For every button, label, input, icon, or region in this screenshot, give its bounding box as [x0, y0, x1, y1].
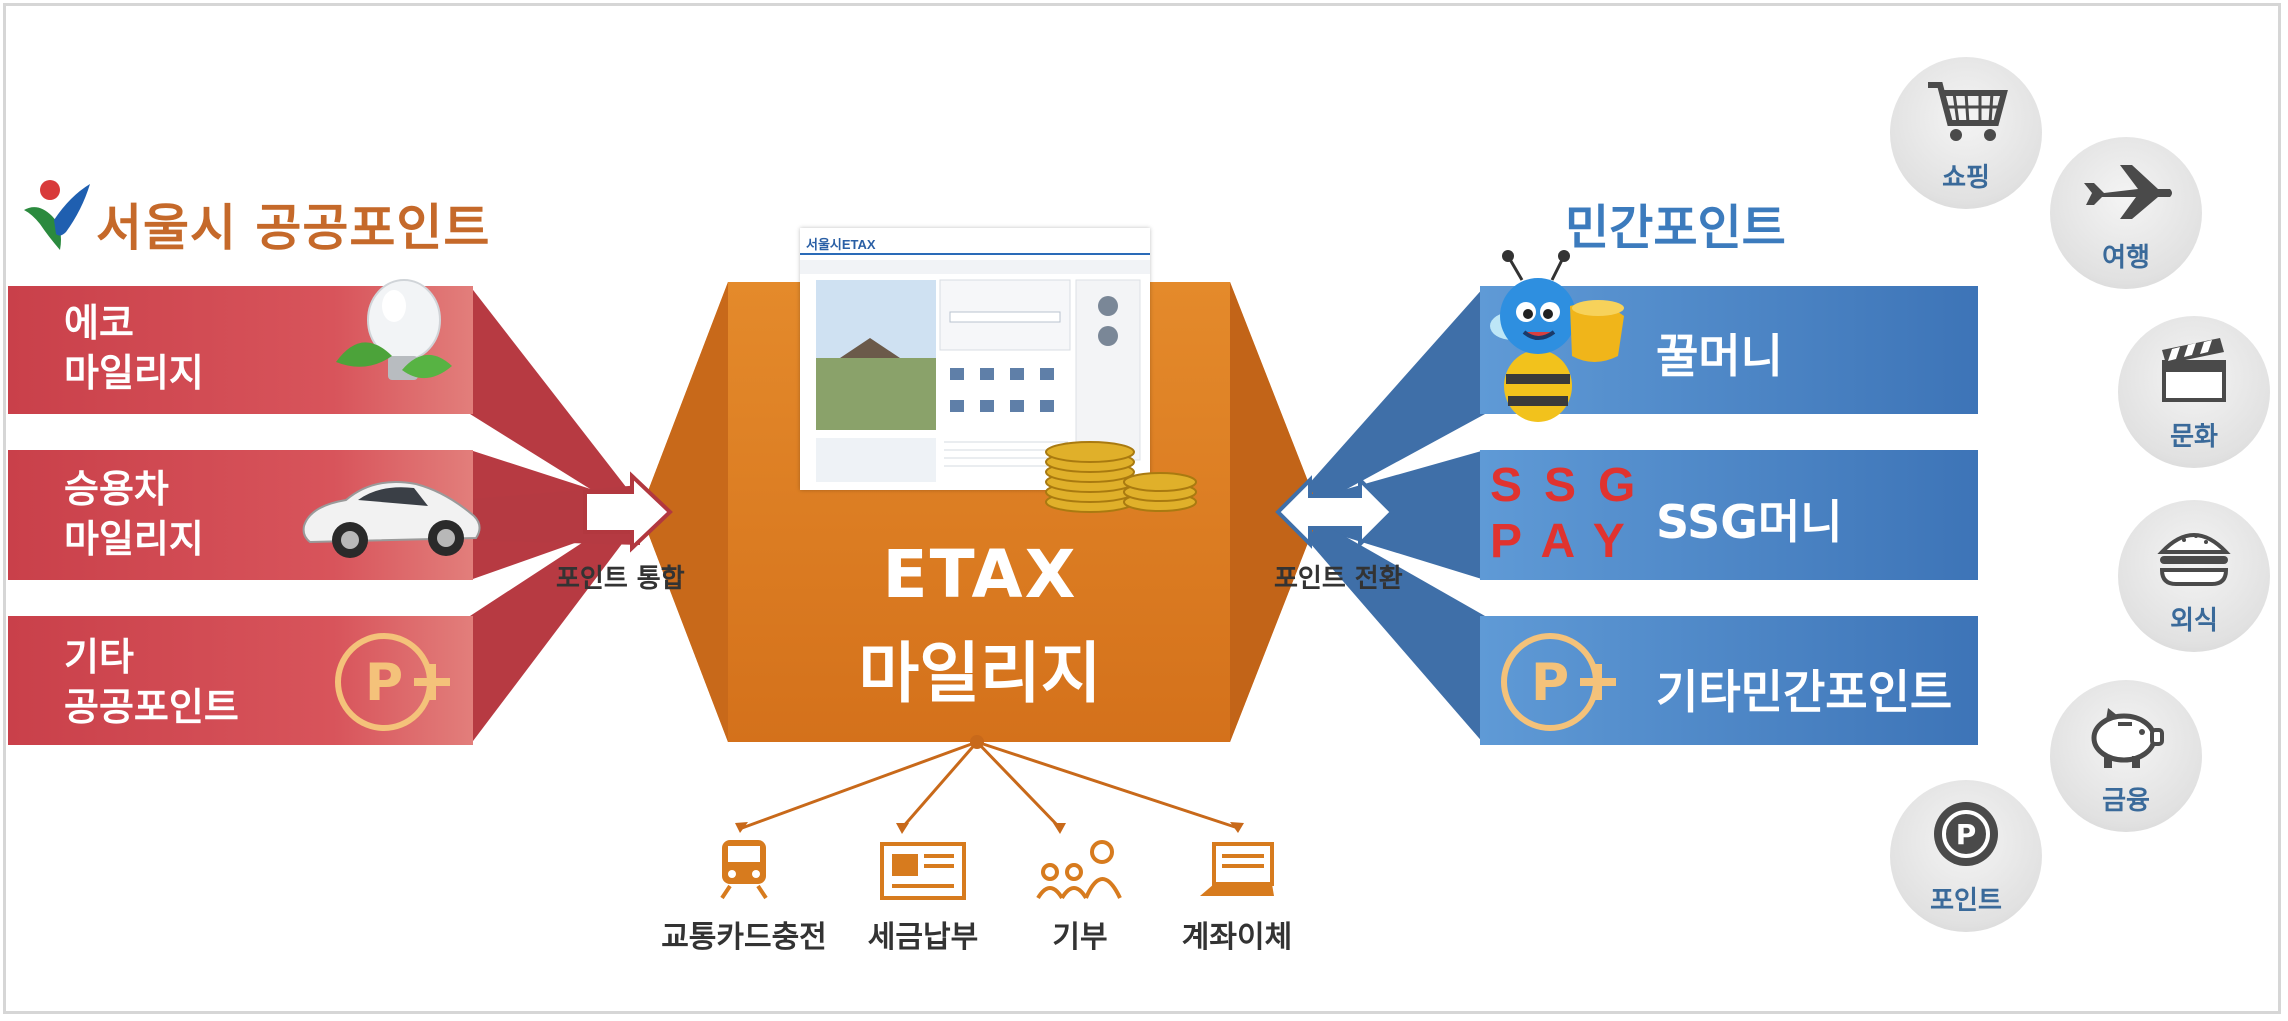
bee-mascot-icon [1490, 250, 1624, 422]
category-shopping[interactable]: 쇼핑 [1890, 57, 2042, 209]
category-points[interactable]: P 포인트 [1890, 780, 2042, 932]
integrate-arrow [583, 471, 673, 553]
pay-logo-line2: PAY [1490, 515, 1647, 568]
category-travel[interactable]: 여행 [2050, 137, 2202, 289]
right-bar-2 [1480, 450, 1978, 580]
etax-title: ETAX [882, 536, 1078, 613]
burger-icon [2157, 533, 2231, 586]
svg-text:P: P [1531, 653, 1569, 713]
honey-money-label: 꿀머니 [1656, 329, 1783, 383]
points-label: 포인트 [1930, 886, 2002, 916]
culture-label: 문화 [2170, 422, 2218, 452]
finance-label: 금융 [2102, 786, 2150, 816]
category-culture[interactable]: 문화 [2118, 316, 2270, 468]
people-icon [1036, 840, 1122, 900]
integrate-label: 포인트 통합 [556, 564, 685, 594]
ssg-logo-line1: SSG [1490, 459, 1658, 512]
gold-coins-icon [1045, 441, 1197, 513]
shopping-cart-icon [1928, 82, 2008, 141]
newspaper-icon [880, 842, 966, 900]
account-transfer-label: 계좌이체 [1181, 920, 1293, 955]
shopping-label: 쇼핑 [1942, 163, 1990, 193]
other-private-points-label: 기타민간포인트 [1656, 665, 1953, 719]
lightbulb-icon [336, 279, 452, 380]
private-points-title: 민간포인트 [1565, 200, 1786, 256]
frame-border [3, 3, 2281, 1014]
seoul-points-title: 서울시 공공포인트 [96, 199, 491, 257]
point-plus-icon: P [335, 633, 450, 731]
clapperboard-icon [2162, 338, 2226, 402]
donation-label: 기부 [1052, 920, 1108, 955]
category-finance[interactable]: 금융 [2050, 680, 2202, 832]
tax-payment-label: 세금납부 [867, 920, 979, 955]
laptop-icon [1200, 842, 1274, 896]
svg-text:P: P [1956, 818, 1977, 851]
dining-label: 외식 [2170, 606, 2218, 636]
convert-arrow [1275, 475, 1395, 549]
car-icon [302, 481, 481, 558]
svg-text:P: P [365, 653, 403, 713]
airplane-icon [2084, 165, 2172, 219]
transit-card-charge-label: 교통카드충전 [661, 920, 827, 955]
travel-label: 여행 [2102, 243, 2150, 273]
seoul-logo-icon [24, 180, 90, 250]
convert-label: 포인트 전환 [1274, 564, 1403, 594]
point-plus-icon: P [1501, 633, 1616, 731]
point-coin-icon: P [1934, 802, 1998, 866]
train-icon [720, 840, 768, 900]
ssg-money-label: SSG머니 [1656, 495, 1843, 549]
piggy-bank-icon [2091, 708, 2164, 768]
etax-mileage-title: 마일리지 [858, 635, 1102, 712]
category-dining[interactable]: 외식 [2118, 500, 2270, 652]
